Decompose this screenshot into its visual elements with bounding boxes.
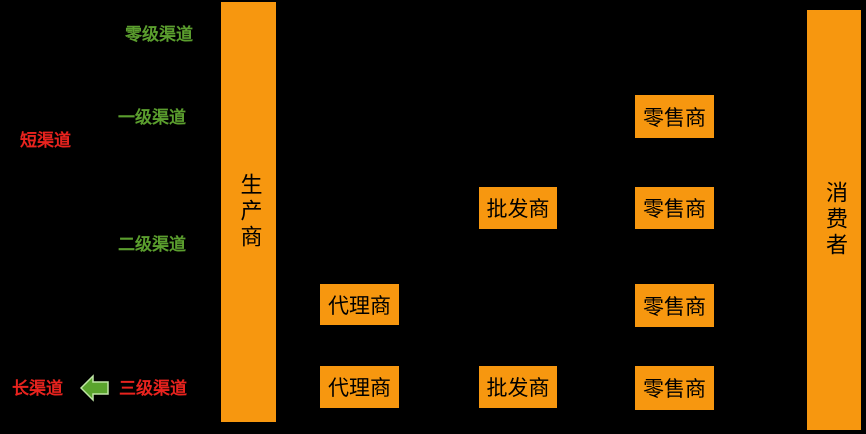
- retailer-box-four: 零售商: [635, 366, 714, 410]
- channel-length-long: 长渠道: [12, 379, 63, 399]
- agent-box-two: 代理商: [320, 284, 399, 325]
- retailer-box-two: 零售商: [635, 187, 714, 229]
- consumer-box: 消费者: [807, 10, 861, 430]
- producer-box: 生产商: [221, 2, 276, 422]
- channel-label-one: 一级渠道: [118, 108, 186, 128]
- wholesaler-box-two: 批发商: [479, 366, 557, 408]
- arrow-left-icon: [80, 374, 109, 402]
- retailer-box-one: 零售商: [635, 95, 714, 138]
- retailer-box-three: 零售商: [635, 284, 714, 327]
- agent-box-three: 代理商: [320, 366, 399, 408]
- channel-length-short: 短渠道: [20, 131, 71, 151]
- channel-label-three: 三级渠道: [119, 379, 187, 399]
- channel-label-two: 二级渠道: [118, 235, 186, 255]
- channel-label-zero: 零级渠道: [125, 25, 193, 45]
- wholesaler-box-one: 批发商: [479, 187, 557, 229]
